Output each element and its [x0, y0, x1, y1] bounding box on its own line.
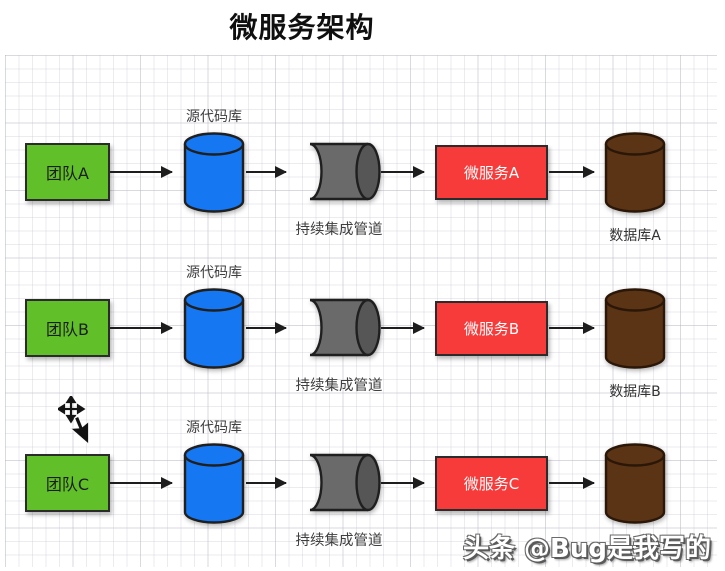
- ci-pipeline-cylinder: [309, 142, 381, 201]
- database-cylinder: [604, 443, 666, 524]
- source-repo-label: 源代码库: [186, 420, 242, 436]
- microservice-box: 微服务C: [435, 456, 548, 511]
- ci-pipeline-label: 持续集成管道: [295, 533, 383, 549]
- flow-arrow: [549, 475, 595, 491]
- flow-arrow: [110, 320, 173, 336]
- ci-pipeline-label: 持续集成管道: [295, 378, 383, 394]
- microservice-box: 微服务B: [435, 301, 548, 356]
- source-repo-cylinder: [183, 288, 245, 369]
- flow-arrow: [110, 164, 173, 180]
- ci-pipeline-label: 持续集成管道: [295, 222, 383, 238]
- move-cursor-icon: [58, 396, 90, 446]
- database-label: 数据库B: [609, 384, 661, 400]
- diagram-title: 微服务架构: [229, 11, 375, 44]
- database-label: 数据库A: [609, 228, 661, 244]
- flow-arrow: [381, 320, 425, 336]
- microservice-label: 微服务B: [463, 320, 520, 338]
- flow-arrow: [381, 164, 425, 180]
- microservice-label: 微服务A: [463, 164, 520, 182]
- database-cylinder: [604, 288, 666, 369]
- team-box: 团队A: [25, 143, 110, 201]
- flow-arrow: [246, 320, 287, 336]
- team-label: 团队B: [46, 320, 89, 339]
- microservice-box: 微服务A: [435, 145, 548, 200]
- microservice-label: 微服务C: [463, 475, 520, 493]
- team-label: 团队C: [45, 475, 90, 494]
- flow-arrow: [246, 475, 287, 491]
- flow-arrow: [549, 164, 595, 180]
- source-repo-label: 源代码库: [186, 265, 242, 281]
- source-repo-cylinder: [183, 443, 245, 524]
- team-label: 团队A: [46, 164, 89, 183]
- flow-arrow: [549, 320, 595, 336]
- team-box: 团队B: [25, 299, 110, 357]
- ci-pipeline-cylinder: [309, 298, 381, 357]
- ci-pipeline-cylinder: [309, 453, 381, 512]
- source-repo-cylinder: [183, 132, 245, 213]
- flow-arrow: [110, 475, 173, 491]
- team-box: 团队C: [25, 454, 110, 512]
- database-cylinder: [604, 132, 666, 213]
- watermark-text: 头条 @Bug是我写的: [463, 534, 711, 564]
- flow-arrow: [246, 164, 287, 180]
- source-repo-label: 源代码库: [186, 109, 242, 125]
- flow-arrow: [381, 475, 425, 491]
